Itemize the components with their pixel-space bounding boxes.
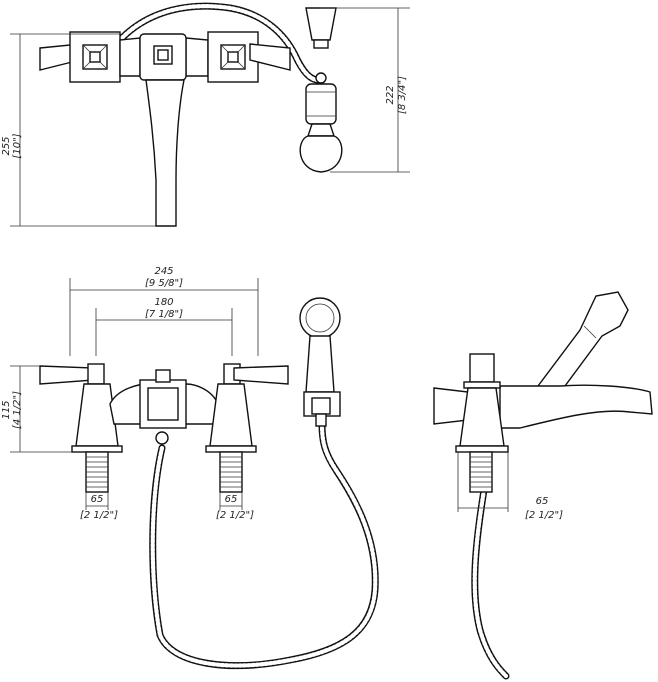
dim-front-height-in: [4 1/2"] xyxy=(12,391,23,429)
dim-top-shower-mm: 222 xyxy=(385,85,396,104)
dim-left-shank-mm: 65 xyxy=(91,494,104,505)
top-shower-holder xyxy=(305,7,337,41)
front-view: 245 [9 5/8"] 180 [7 1/8"] xyxy=(1,266,379,670)
dim-top-height-mm: 255 xyxy=(1,136,12,155)
side-spout xyxy=(499,384,653,429)
side-shower-handset xyxy=(536,291,629,391)
dim-top-shower-in: [8 3/4"] xyxy=(397,76,408,114)
front-left-lever xyxy=(39,365,95,385)
dim-centers-mm: 180 xyxy=(154,297,173,308)
dim-centers-in: [7 1/8"] xyxy=(145,309,183,320)
dim-right-shank-in: [2 1/2"] xyxy=(216,510,254,521)
top-right-lever xyxy=(249,43,291,71)
side-lever xyxy=(433,387,469,425)
dim-left-shank-in: [2 1/2"] xyxy=(80,510,118,521)
dim-right-shank-mm: 65 xyxy=(225,494,238,505)
top-shower-handset xyxy=(305,83,337,125)
dim-overall-width-mm: 245 xyxy=(154,266,173,277)
top-spout xyxy=(145,79,185,227)
dim-side-shank-mm: 65 xyxy=(536,496,549,507)
front-right-valve-body xyxy=(209,383,253,447)
side-valve-body xyxy=(459,387,505,447)
dim-top-height-in: [10"] xyxy=(12,133,23,158)
dim-front-height-mm: 115 xyxy=(1,400,12,419)
front-right-lever xyxy=(233,365,289,385)
dim-side-shank-in: [2 1/2"] xyxy=(525,510,563,521)
dim-overall-width-in: [9 5/8"] xyxy=(145,278,183,289)
top-view: 255 [10"] 222 [8 3/4"] xyxy=(1,2,410,227)
side-view: 65 [2 1/2"] xyxy=(433,291,653,680)
